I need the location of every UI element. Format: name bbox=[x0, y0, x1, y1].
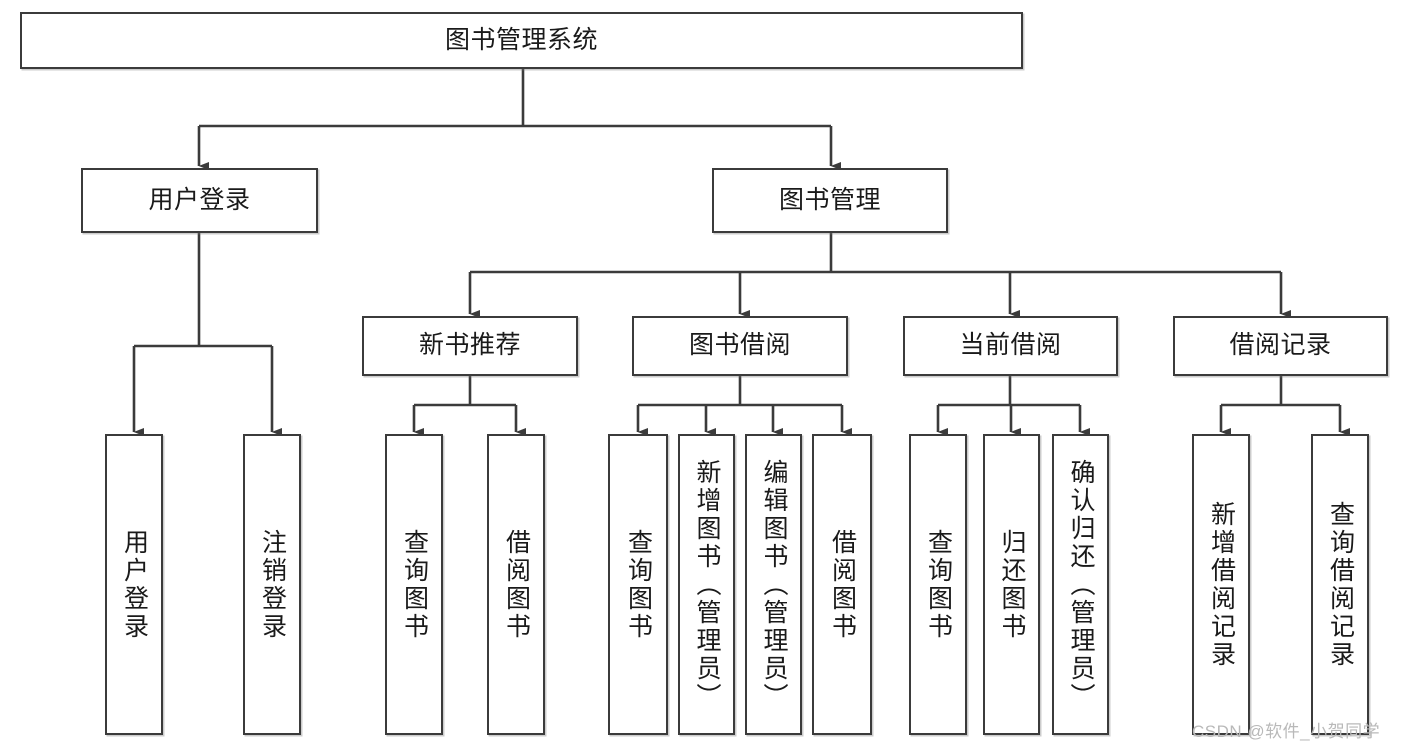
node-label: 注销登录 bbox=[258, 528, 287, 641]
node-label: 查询图书 bbox=[924, 528, 953, 641]
node-root-system[interactable]: 图书管理系统 bbox=[20, 12, 1023, 69]
leaf-logout-login[interactable]: 注销登录 bbox=[243, 434, 301, 735]
leaf-query-book-borrow[interactable]: 查询图书 bbox=[608, 434, 668, 735]
node-label: 查询图书 bbox=[624, 528, 653, 641]
node-label: 图书管理 bbox=[778, 185, 881, 214]
node-label: 新增图书（管理员） bbox=[693, 458, 721, 711]
leaf-borrow-book-recommend[interactable]: 借阅图书 bbox=[487, 434, 545, 735]
leaf-add-borrow-record[interactable]: 新增借阅记录 bbox=[1192, 434, 1250, 735]
leaf-confirm-return-admin[interactable]: 确认归还（管理员） bbox=[1052, 434, 1109, 735]
node-label: 确认归还（管理员） bbox=[1067, 458, 1095, 711]
node-label: 借阅记录 bbox=[1229, 331, 1332, 360]
node-label: 借阅图书 bbox=[828, 528, 857, 641]
leaf-query-book-recommend[interactable]: 查询图书 bbox=[385, 434, 443, 735]
node-label: 用户登录 bbox=[148, 185, 251, 214]
leaf-query-borrow-record[interactable]: 查询借阅记录 bbox=[1311, 434, 1369, 735]
leaf-return-book[interactable]: 归还图书 bbox=[983, 434, 1040, 735]
node-book-borrow[interactable]: 图书借阅 bbox=[632, 316, 848, 376]
leaf-borrow-book[interactable]: 借阅图书 bbox=[812, 434, 872, 735]
leaf-add-book-admin[interactable]: 新增图书（管理员） bbox=[678, 434, 735, 735]
node-label: 查询借阅记录 bbox=[1326, 500, 1355, 669]
node-label: 用户登录 bbox=[120, 528, 149, 641]
node-user-login[interactable]: 用户登录 bbox=[81, 168, 318, 233]
node-label: 查询图书 bbox=[400, 528, 429, 641]
node-current-borrow[interactable]: 当前借阅 bbox=[903, 316, 1118, 376]
leaf-edit-book-admin[interactable]: 编辑图书（管理员） bbox=[745, 434, 802, 735]
node-borrow-record[interactable]: 借阅记录 bbox=[1173, 316, 1388, 376]
node-label: 新书推荐 bbox=[418, 331, 521, 360]
node-label: 图书借阅 bbox=[688, 331, 791, 360]
csdn-watermark: CSDN @软件_小贺同学 bbox=[1192, 722, 1381, 741]
leaf-query-book-current[interactable]: 查询图书 bbox=[909, 434, 967, 735]
node-label: 借阅图书 bbox=[502, 528, 531, 641]
node-label: 新增借阅记录 bbox=[1207, 500, 1236, 669]
node-new-book-recommend[interactable]: 新书推荐 bbox=[362, 316, 578, 376]
node-label: 编辑图书（管理员） bbox=[760, 458, 788, 711]
node-label: 图书管理系统 bbox=[444, 25, 598, 54]
node-book-manage[interactable]: 图书管理 bbox=[712, 168, 948, 233]
node-label: 归还图书 bbox=[998, 528, 1026, 641]
leaf-user-login[interactable]: 用户登录 bbox=[105, 434, 163, 735]
node-label: 当前借阅 bbox=[959, 331, 1062, 360]
